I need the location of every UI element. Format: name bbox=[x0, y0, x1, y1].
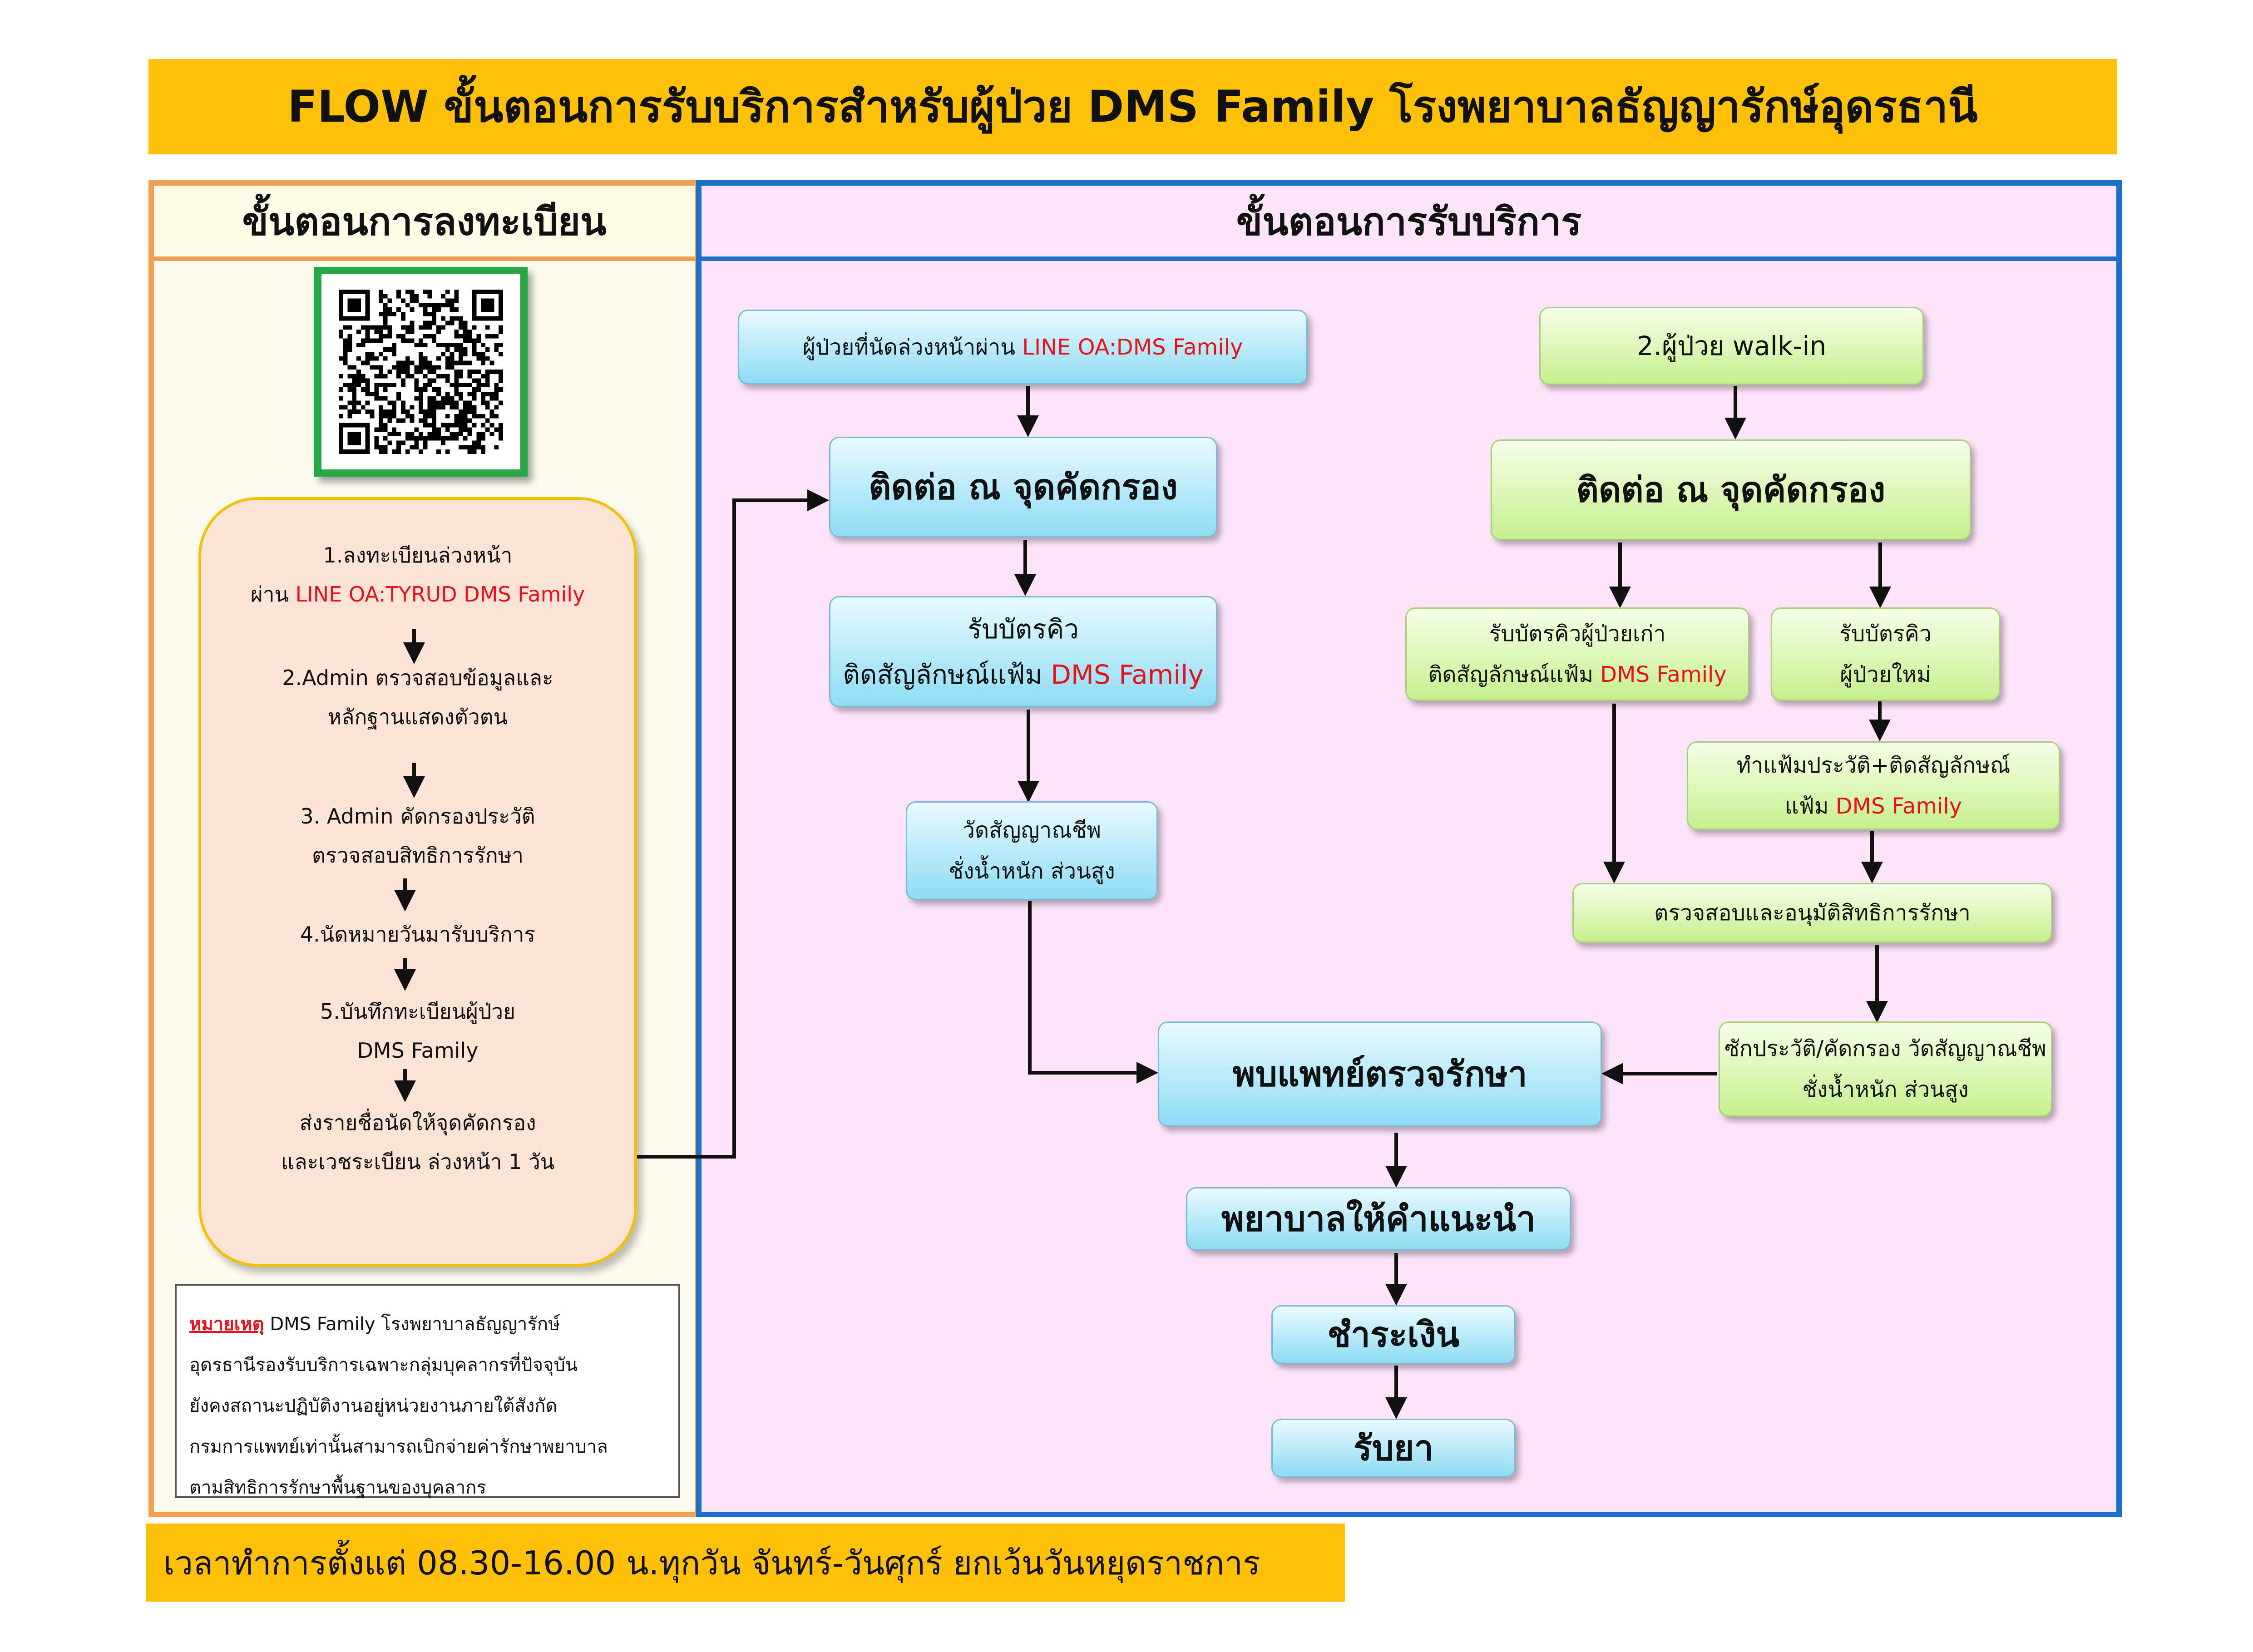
note-line-5: ตามสิทธิการรักษาพื้นฐานของบุคลากร bbox=[189, 1477, 487, 1498]
note-label: หมายเหตุ bbox=[189, 1314, 264, 1335]
reg-step-2-line2: หลักฐานแสดงตัวตน bbox=[327, 705, 508, 729]
history-line1: ซักประวัติ/คัดกรอง วัดสัญญาณชีพ bbox=[1724, 1036, 2046, 1061]
page-title: FLOW ขั้นตอนการรับบริการสำหรับผู้ป่วย DM… bbox=[148, 59, 2117, 154]
node-queue-old-patient[interactable]: รับบัตรคิวผู้ป่วยเก่า ติดสัญลักษณ์แฟ้ม D… bbox=[1405, 607, 1749, 701]
registration-header: ขั้นตอนการลงทะเบียน bbox=[154, 186, 695, 261]
new-line2: ผู้ป่วยใหม่ bbox=[1840, 662, 1931, 687]
vitals-line2: ชั่งน้ำหนัก ส่วนสูง bbox=[949, 858, 1115, 884]
note-line-1: หมายเหตุ DMS Family โรงพยาบาลธัญญารักษ์ bbox=[189, 1304, 666, 1345]
node-doctor[interactable]: พบแพทย์ตรวจรักษา bbox=[1158, 1021, 1602, 1127]
arrow-reg-to-screening bbox=[637, 489, 829, 1159]
old-line2-text: ติดสัญลักษณ์แฟ้ม bbox=[1428, 662, 1601, 687]
history-line2: ชั่งน้ำหนัก ส่วนสูง bbox=[1802, 1077, 1969, 1102]
service-header: ขั้นตอนการรับบริการ bbox=[702, 186, 2116, 261]
reg-step-6: ส่งรายชื่อนัดให้จุดคัดกรอง และเวชระเบียน… bbox=[198, 1103, 637, 1181]
node-vitals[interactable]: วัดสัญญาณชีพ ชั่งน้ำหนัก ส่วนสูง bbox=[906, 801, 1158, 900]
reg-step-3-line2: ตรวจสอบสิทธิการรักษา bbox=[312, 843, 524, 868]
node-history-screening[interactable]: ซักประวัติ/คัดกรอง วัดสัญญาณชีพ ชั่งน้ำห… bbox=[1719, 1021, 2052, 1117]
office-hours-bar: เวลาทำการตั้งแต่ 08.30-16.00 น.ทุกวัน จั… bbox=[146, 1524, 1345, 1602]
reg-step-5-line1: 5.บันทึกทะเบียนผู้ป่วย bbox=[320, 999, 515, 1024]
reg-step-3: 3. Admin คัดกรองประวัติ ตรวจสอบสิทธิการร… bbox=[198, 797, 637, 875]
record-line2: แฟ้ม DMS Family bbox=[1785, 786, 1962, 827]
node-queue-left[interactable]: รับบัตรคิว ติดสัญลักษณ์แฟ้ม DMS Family bbox=[829, 596, 1217, 707]
reg-step-1-channel-line: ผ่าน LINE OA:TYRUD DMS Family bbox=[198, 575, 637, 614]
vitals-line1: วัดสัญญาณชีพ bbox=[963, 818, 1101, 843]
node-walkin[interactable]: 2.ผู้ป่วย walk-in bbox=[1539, 307, 1924, 385]
node-queue-new-patient[interactable]: รับบัตรคิว ผู้ป่วยใหม่ bbox=[1771, 607, 2000, 701]
node-screening-left[interactable]: ติดต่อ ณ จุดคัดกรอง bbox=[829, 437, 1217, 538]
reg-step-1: 1.ลงทะเบียนล่วงหน้า ผ่าน LINE OA:TYRUD D… bbox=[198, 536, 637, 614]
qr-code-icon bbox=[339, 290, 503, 454]
reg-step-6-line2: และเวชระเบียน ล่วงหน้า 1 วัน bbox=[281, 1149, 555, 1174]
old-line2: ติดสัญลักษณ์แฟ้ม DMS Family bbox=[1428, 654, 1727, 695]
line-oa-qr-code[interactable] bbox=[314, 267, 528, 477]
queue-left-line2-text: ติดสัญลักษณ์แฟ้ม bbox=[843, 659, 1051, 690]
queue-left-brand: DMS Family bbox=[1051, 659, 1204, 690]
node-receive-medicine[interactable]: รับยา bbox=[1271, 1419, 1516, 1478]
node-screening-right[interactable]: ติดต่อ ณ จุดคัดกรอง bbox=[1491, 439, 1971, 540]
note-box: หมายเหตุ DMS Family โรงพยาบาลธัญญารักษ์ … bbox=[175, 1284, 680, 1498]
note-line-1-text: DMS Family โรงพยาบาลธัญญารักษ์ bbox=[264, 1314, 560, 1335]
node-record-file[interactable]: ทำแฟ้มประวัติ+ติดสัญลักษณ์ แฟ้ม DMS Fami… bbox=[1687, 741, 2060, 830]
reg-step-5-line2: DMS Family bbox=[357, 1038, 479, 1063]
reg-step-2-line1: 2.Admin ตรวจสอบข้อมูลและ bbox=[282, 666, 553, 690]
reg-step-4: 4.นัดหมายวันมารับบริการ bbox=[300, 922, 536, 947]
reg-step-1-prefix: ผ่าน bbox=[250, 582, 289, 607]
reg-step-5: 5.บันทึกทะเบียนผู้ป่วย DMS Family bbox=[198, 992, 637, 1070]
reg-step-2: 2.Admin ตรวจสอบข้อมูลและ หลักฐานแสดงตัวต… bbox=[198, 658, 637, 736]
node-appointment-text: ผู้ป่วยที่นัดล่วงหน้าผ่าน LINE OA:DMS Fa… bbox=[803, 327, 1243, 368]
reg-step-3-line1: 3. Admin คัดกรองประวัติ bbox=[300, 804, 535, 828]
reg-step-6-line1: ส่งรายชื่อนัดให้จุดคัดกรอง bbox=[299, 1110, 536, 1135]
note-line-2: อุดรธานีรองรับบริการเฉพาะกลุ่มบุคลากรที่… bbox=[189, 1355, 578, 1376]
appt-prefix: ผู้ป่วยที่นัดล่วงหน้าผ่าน bbox=[802, 334, 1023, 360]
node-appointment-patient[interactable]: ผู้ป่วยที่นัดล่วงหน้าผ่าน LINE OA:DMS Fa… bbox=[738, 310, 1308, 385]
registration-steps-box bbox=[198, 497, 637, 1267]
old-brand: DMS Family bbox=[1600, 662, 1727, 687]
arrow-vitals-to-doctor bbox=[1028, 901, 1158, 1084]
note-line-4: กรมการแพทย์เท่านั้นสามารถเบิกจ่ายค่ารักษ… bbox=[189, 1436, 608, 1457]
node-nurse-advice[interactable]: พยาบาลให้คำแนะนำ bbox=[1186, 1187, 1571, 1251]
record-line1: ทำแฟ้มประวัติ+ติดสัญลักษณ์ bbox=[1736, 752, 2011, 778]
appt-channel: LINE OA:DMS Family bbox=[1022, 334, 1243, 360]
record-brand: DMS Family bbox=[1835, 793, 1962, 819]
reg-step-1-title: 1.ลงทะเบียนล่วงหน้า bbox=[323, 543, 513, 567]
old-line1: รับบัตรคิวผู้ป่วยเก่า bbox=[1489, 621, 1666, 646]
node-verify-rights[interactable]: ตรวจสอบและอนุมัติสิทธิการรักษา bbox=[1572, 883, 2052, 943]
queue-left-line2: ติดสัญลักษณ์แฟ้ม DMS Family bbox=[843, 652, 1204, 697]
note-line-3: ยังคงสถานะปฏิบัติงานอยู่หน่วยงานภายใต้สั… bbox=[189, 1396, 558, 1416]
record-line2-text: แฟ้ม bbox=[1784, 793, 1836, 819]
node-payment[interactable]: ชำระเงิน bbox=[1271, 1305, 1516, 1364]
queue-left-line1: รับบัตรคิว bbox=[968, 613, 1079, 645]
reg-step-1-channel: LINE OA:TYRUD DMS Family bbox=[295, 582, 585, 607]
new-line1: รับบัตรคิว bbox=[1839, 621, 1932, 646]
